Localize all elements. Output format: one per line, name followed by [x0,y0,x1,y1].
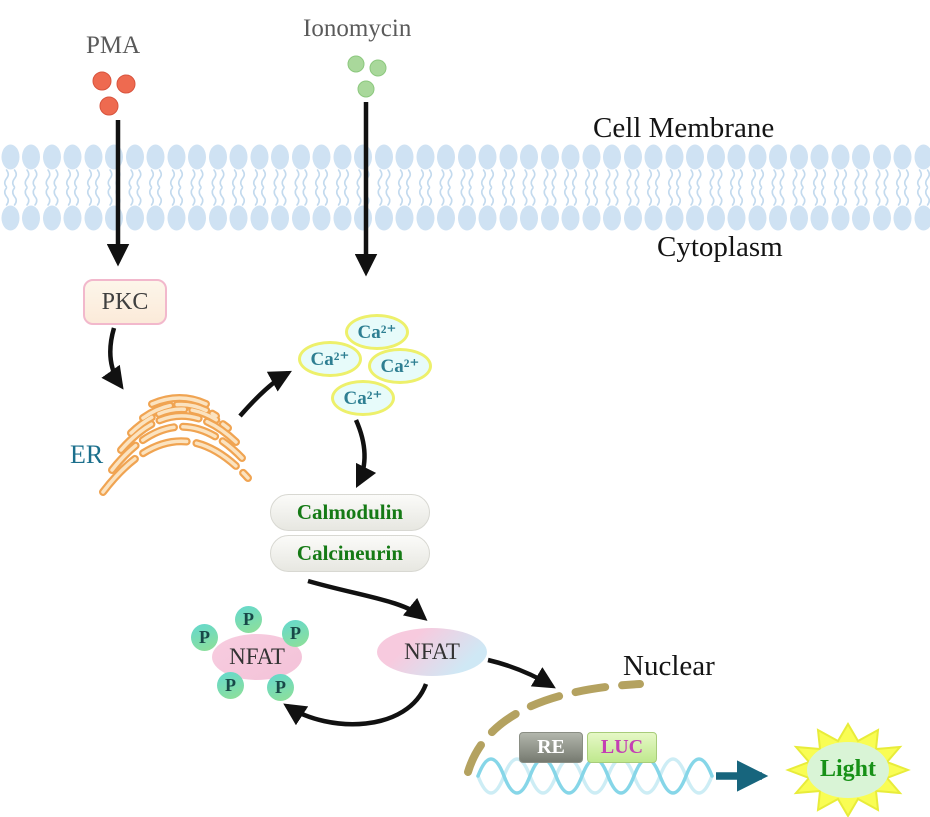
pkc-box: PKC [83,279,167,325]
calcium-ion-label: Ca²⁺ [343,387,383,409]
calcium-ion: Ca²⁺ [368,348,432,384]
phosphate-label: P [290,623,301,643]
calcium-ion-label: Ca²⁺ [380,355,420,377]
cell-membrane-label: Cell Membrane [593,112,775,144]
nfat-ellipse: NFAT [377,628,487,676]
cytoplasm-label: Cytoplasm [657,231,783,263]
pma-molecule-dot [92,71,112,91]
calcium-ion: Ca²⁺ [331,380,395,416]
phosphate-badge: P [235,606,262,633]
ionomycin-molecule-dot [347,55,365,73]
nfat-to-nucleus-arrow [487,657,556,689]
ionomycin-molecules [347,55,387,98]
nfat-label: NFAT [404,639,460,664]
phosphate-label: P [243,609,254,629]
ionomycin-molecule-dot [357,80,375,98]
phosphate-label: P [199,627,210,647]
er-to-calcium-arrow [238,370,292,418]
phosphate-badge: P [191,624,218,651]
calcium-to-calmodulin-arrow [353,419,377,489]
pma-molecule-dot [116,74,136,94]
phosphate-badge: P [282,620,309,647]
ionomycin-molecule-dot [369,59,387,77]
pma-label: PMA [86,32,141,59]
dna-strand-light [476,757,714,795]
nuclear-membrane [464,680,644,776]
cell-membrane [0,143,930,232]
calmodulin-pill: Calmodulin [270,494,430,531]
nuclear-label: Nuclear [623,650,715,682]
phosphate-label: P [275,677,286,697]
nfat-dephosphorylation-arrow [307,578,428,621]
calcineurin-label: Calcineurin [296,541,404,565]
phospho-nfat-label: NFAT [229,644,285,669]
calcium-ion: Ca²⁺ [298,341,362,377]
calmodulin-label: Calmodulin [296,500,404,524]
light-label: Light [819,756,876,782]
pkc-to-er-arrow [101,327,124,390]
light-starburst [785,722,911,817]
calcium-ion: Ca²⁺ [345,314,409,350]
phosphate-badge: P [217,672,244,699]
pma-molecule-dot [99,96,119,116]
nfat-rephosphorylation-arrow [283,683,429,727]
pkc-label: PKC [101,288,149,315]
arrows [101,102,556,727]
phosphate-label: P [225,675,236,695]
phosphate-badge: P [267,674,294,701]
er-structure [99,394,252,496]
re-box: RE [519,732,583,763]
luc-label: LUC [600,736,644,758]
pma-molecules [92,71,136,116]
calcineurin-pill: Calcineurin [270,535,430,572]
light-burst-center [807,742,889,798]
dna-strand-dark [476,757,714,795]
calcium-ion-label: Ca²⁺ [357,321,397,343]
calcium-ion-label: Ca²⁺ [310,348,350,370]
re-label: RE [537,736,565,758]
luc-box: LUC [587,732,657,763]
er-label: ER [70,440,104,469]
dna-helix [476,757,714,795]
ionomycin-label: Ionomycin [303,15,412,42]
